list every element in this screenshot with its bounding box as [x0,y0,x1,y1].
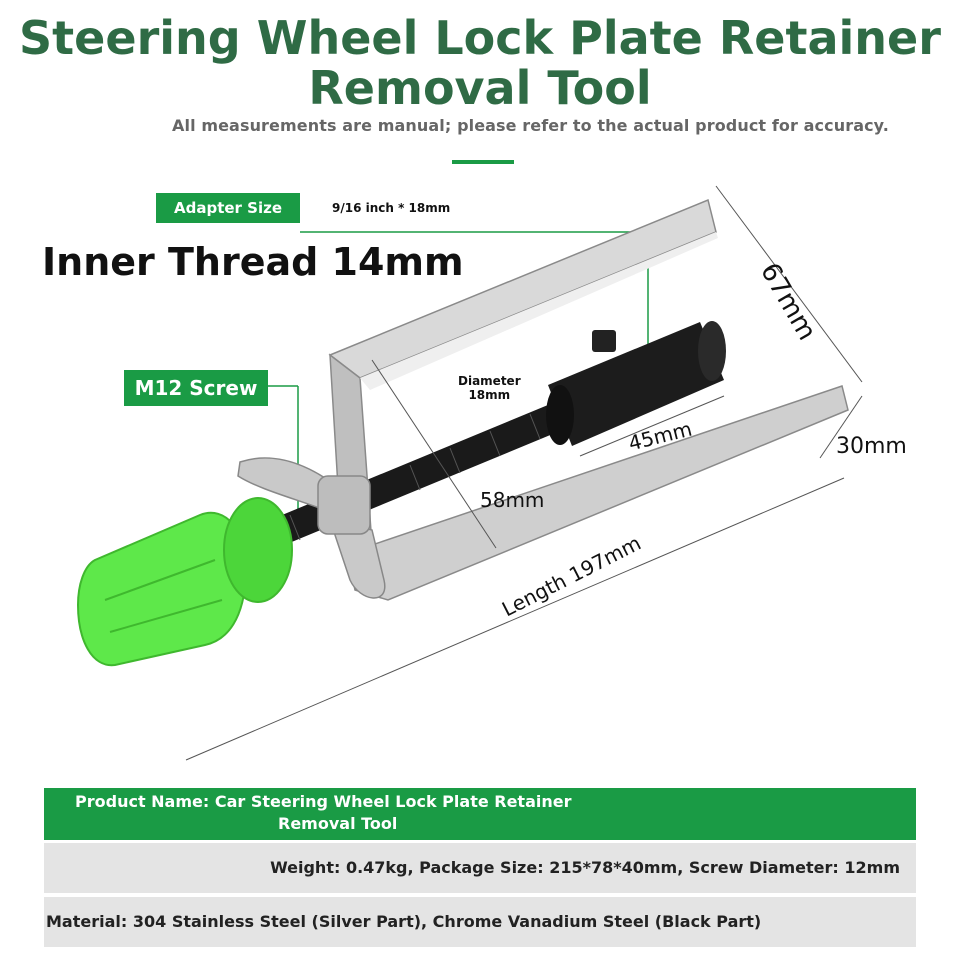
depth-dimension: 30mm [836,434,907,459]
measurement-note: All measurements are manual; please refe… [172,116,889,135]
weight-bar: Weight: 0.47kg, Package Size: 215*78*40m… [44,843,916,893]
title-divider [452,160,514,164]
weight-spec: Weight: 0.47kg, Package Size: 215*78*40m… [270,858,900,877]
product-name-line2: Removal Tool [278,814,398,833]
steel-bracket [328,198,849,601]
green-knob [76,497,293,667]
dimension-lines [185,185,863,761]
product-name-bar: Product Name: Car Steering Wheel Lock Pl… [44,788,916,840]
m12-screw-tag: M12 Screw [124,370,268,406]
product-name-line1: Product Name: Car Steering Wheel Lock Pl… [75,792,572,811]
inner-width-dimension: 58mm [480,488,545,512]
wing-nut [237,457,386,599]
adapter-size-tag: Adapter Size [156,193,300,223]
diameter-label: Diameter 18mm [458,374,521,402]
material-bar: Material: 304 Stainless Steel (Silver Pa… [44,897,916,947]
inner-thread-label: Inner Thread 14mm [42,240,464,284]
material-spec: Material: 304 Stainless Steel (Silver Pa… [46,912,762,931]
page-title-line1: Steering Wheel Lock Plate Retainer [19,11,941,65]
socket-adapter [546,321,726,446]
adapter-size-value: 9/16 inch * 18mm [332,201,451,215]
diameter-label-line1: Diameter [458,374,521,388]
diameter-label-line2: 18mm [468,388,511,402]
page-title-line2: Removal Tool [308,61,652,115]
